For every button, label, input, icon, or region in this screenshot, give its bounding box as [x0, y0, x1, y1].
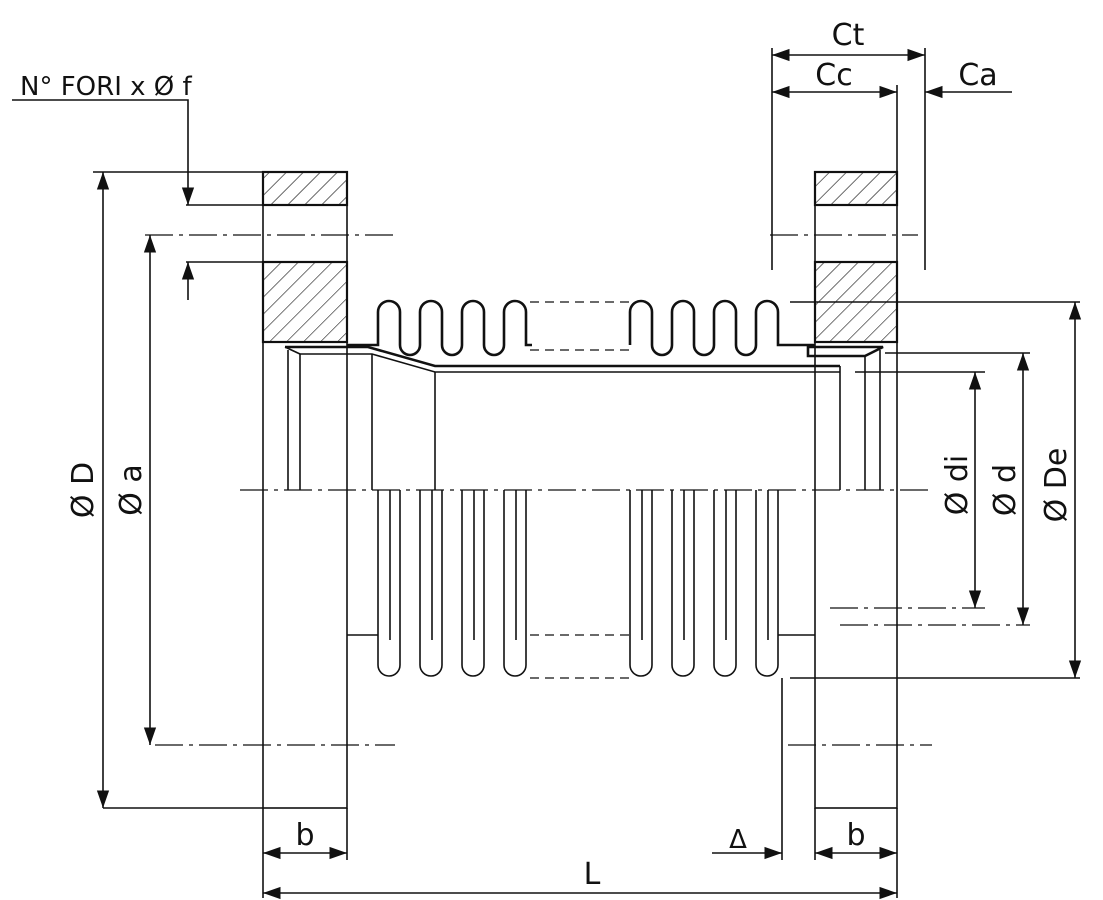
dia-D-label: Ø D [66, 462, 101, 518]
inner-sleeve [284, 345, 884, 490]
centerlines [145, 234, 1030, 746]
b-right-label: b [846, 818, 865, 853]
ca-label: Ca [958, 58, 997, 93]
cc-label: Cc [815, 58, 852, 93]
bellows-bottom [347, 490, 1080, 860]
bellows-top [347, 299, 1080, 357]
dia-d-label: Ø d [988, 464, 1023, 516]
holes-label: N° FORI x Ø f [20, 72, 193, 102]
left-flange-hatch-mid [261, 260, 349, 344]
dia-di-label: Ø di [940, 455, 975, 516]
b-left-label: b [295, 818, 314, 853]
left-flange-hatch-top [261, 170, 349, 207]
dimension-labels: N° FORI x Ø f Ct Cc Ca Ø D Ø a Ø di Ø d … [20, 18, 1074, 892]
length-label: L [584, 857, 601, 892]
ct-label: Ct [832, 18, 865, 53]
right-flange-hatch-top [813, 170, 899, 207]
dia-a-label: Ø a [114, 464, 149, 516]
delta-label: Δ [729, 825, 747, 855]
dia-De-label: Ø De [1039, 448, 1074, 523]
dimension-arrows [12, 48, 1082, 900]
left-flange [261, 170, 349, 809]
